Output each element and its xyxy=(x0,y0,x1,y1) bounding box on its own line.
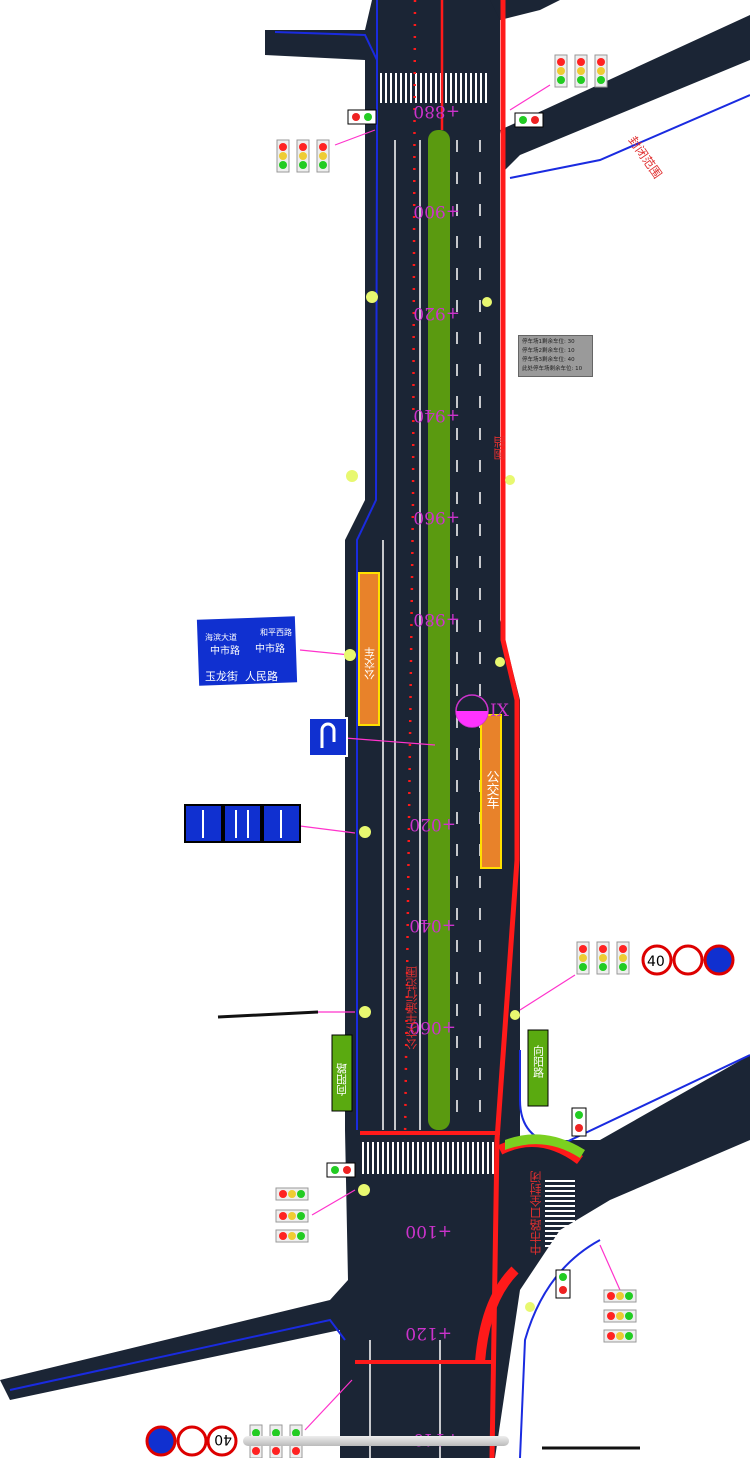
closure-boundary xyxy=(355,0,583,1458)
parking-line: 停车场2剩余车位: 10 xyxy=(522,348,575,354)
bus-route-label: 公交车通行范围 xyxy=(405,966,419,1050)
station-label: +900 xyxy=(413,201,460,221)
sign-text: 和平西路 xyxy=(260,627,292,637)
road-name-text: 向阳路 xyxy=(532,1044,545,1079)
station-label: +020 xyxy=(409,814,456,834)
horizontal-scrollbar[interactable] xyxy=(243,1436,509,1446)
green-median xyxy=(428,130,450,1130)
bus-stop-left xyxy=(358,572,380,726)
sign-text: 中市路 xyxy=(255,642,285,655)
sign-text: 中市路 xyxy=(210,644,240,657)
hoarding-label: 围挡 xyxy=(493,436,507,460)
parking-line: 停车场1剩余车位: 30 xyxy=(522,339,575,345)
station-label: +060 xyxy=(409,1017,456,1037)
survey-marker-fill xyxy=(456,711,488,727)
bus-stop-label: 公交车 xyxy=(364,646,377,680)
intersection-closed-label: 中市路口全封闭 xyxy=(529,1170,543,1256)
station-label: +880 xyxy=(413,101,460,121)
sign-text: 玉龙街 xyxy=(205,669,238,683)
parking-line: 停车场3剩余车位: 40 xyxy=(522,357,575,363)
regulatory-signs: 40 40 xyxy=(145,944,735,1457)
parking-line: 此处停车场剩余车位: 10 xyxy=(522,366,583,372)
station-label: +040 xyxy=(409,915,456,935)
road-name-sign: 向阳路 向阳路 xyxy=(331,1029,549,1112)
green-island xyxy=(505,1134,585,1158)
station-label: +100 xyxy=(405,1221,452,1241)
lane-direction-signs xyxy=(184,804,301,843)
traffic-light-group xyxy=(249,54,637,1458)
bus-stop-right xyxy=(480,714,502,869)
u-turn-sign xyxy=(308,717,348,757)
bus-stop-label: 公交车 xyxy=(484,770,500,809)
station-label: +940 xyxy=(413,405,460,425)
direction-sign: 海滨大道 和平西路 中市路 中市路 人民路 玉龙街 xyxy=(194,614,300,688)
sign-text: 海滨大道 xyxy=(205,632,237,642)
marker-label: IX xyxy=(490,701,510,721)
speed-limit-text: 40 xyxy=(647,954,665,970)
station-label: +120 xyxy=(405,1323,452,1343)
station-label: +960 xyxy=(413,507,460,527)
pedestrian-signal xyxy=(326,109,587,1299)
street-lamps xyxy=(344,291,535,1312)
road-name-text: 向阳路 xyxy=(336,1062,349,1097)
crosswalk xyxy=(362,73,575,1250)
camera-pole xyxy=(217,1010,640,1450)
sign-text: 人民路 xyxy=(245,670,278,683)
station-label: +920 xyxy=(413,303,460,323)
parking-info-board: 停车场1剩余车位: 30 停车场2剩余车位: 10 停车场3剩余车位: 40 此… xyxy=(518,335,593,377)
station-label: +980 xyxy=(413,609,460,629)
speed-limit-text: 40 xyxy=(214,1431,232,1447)
